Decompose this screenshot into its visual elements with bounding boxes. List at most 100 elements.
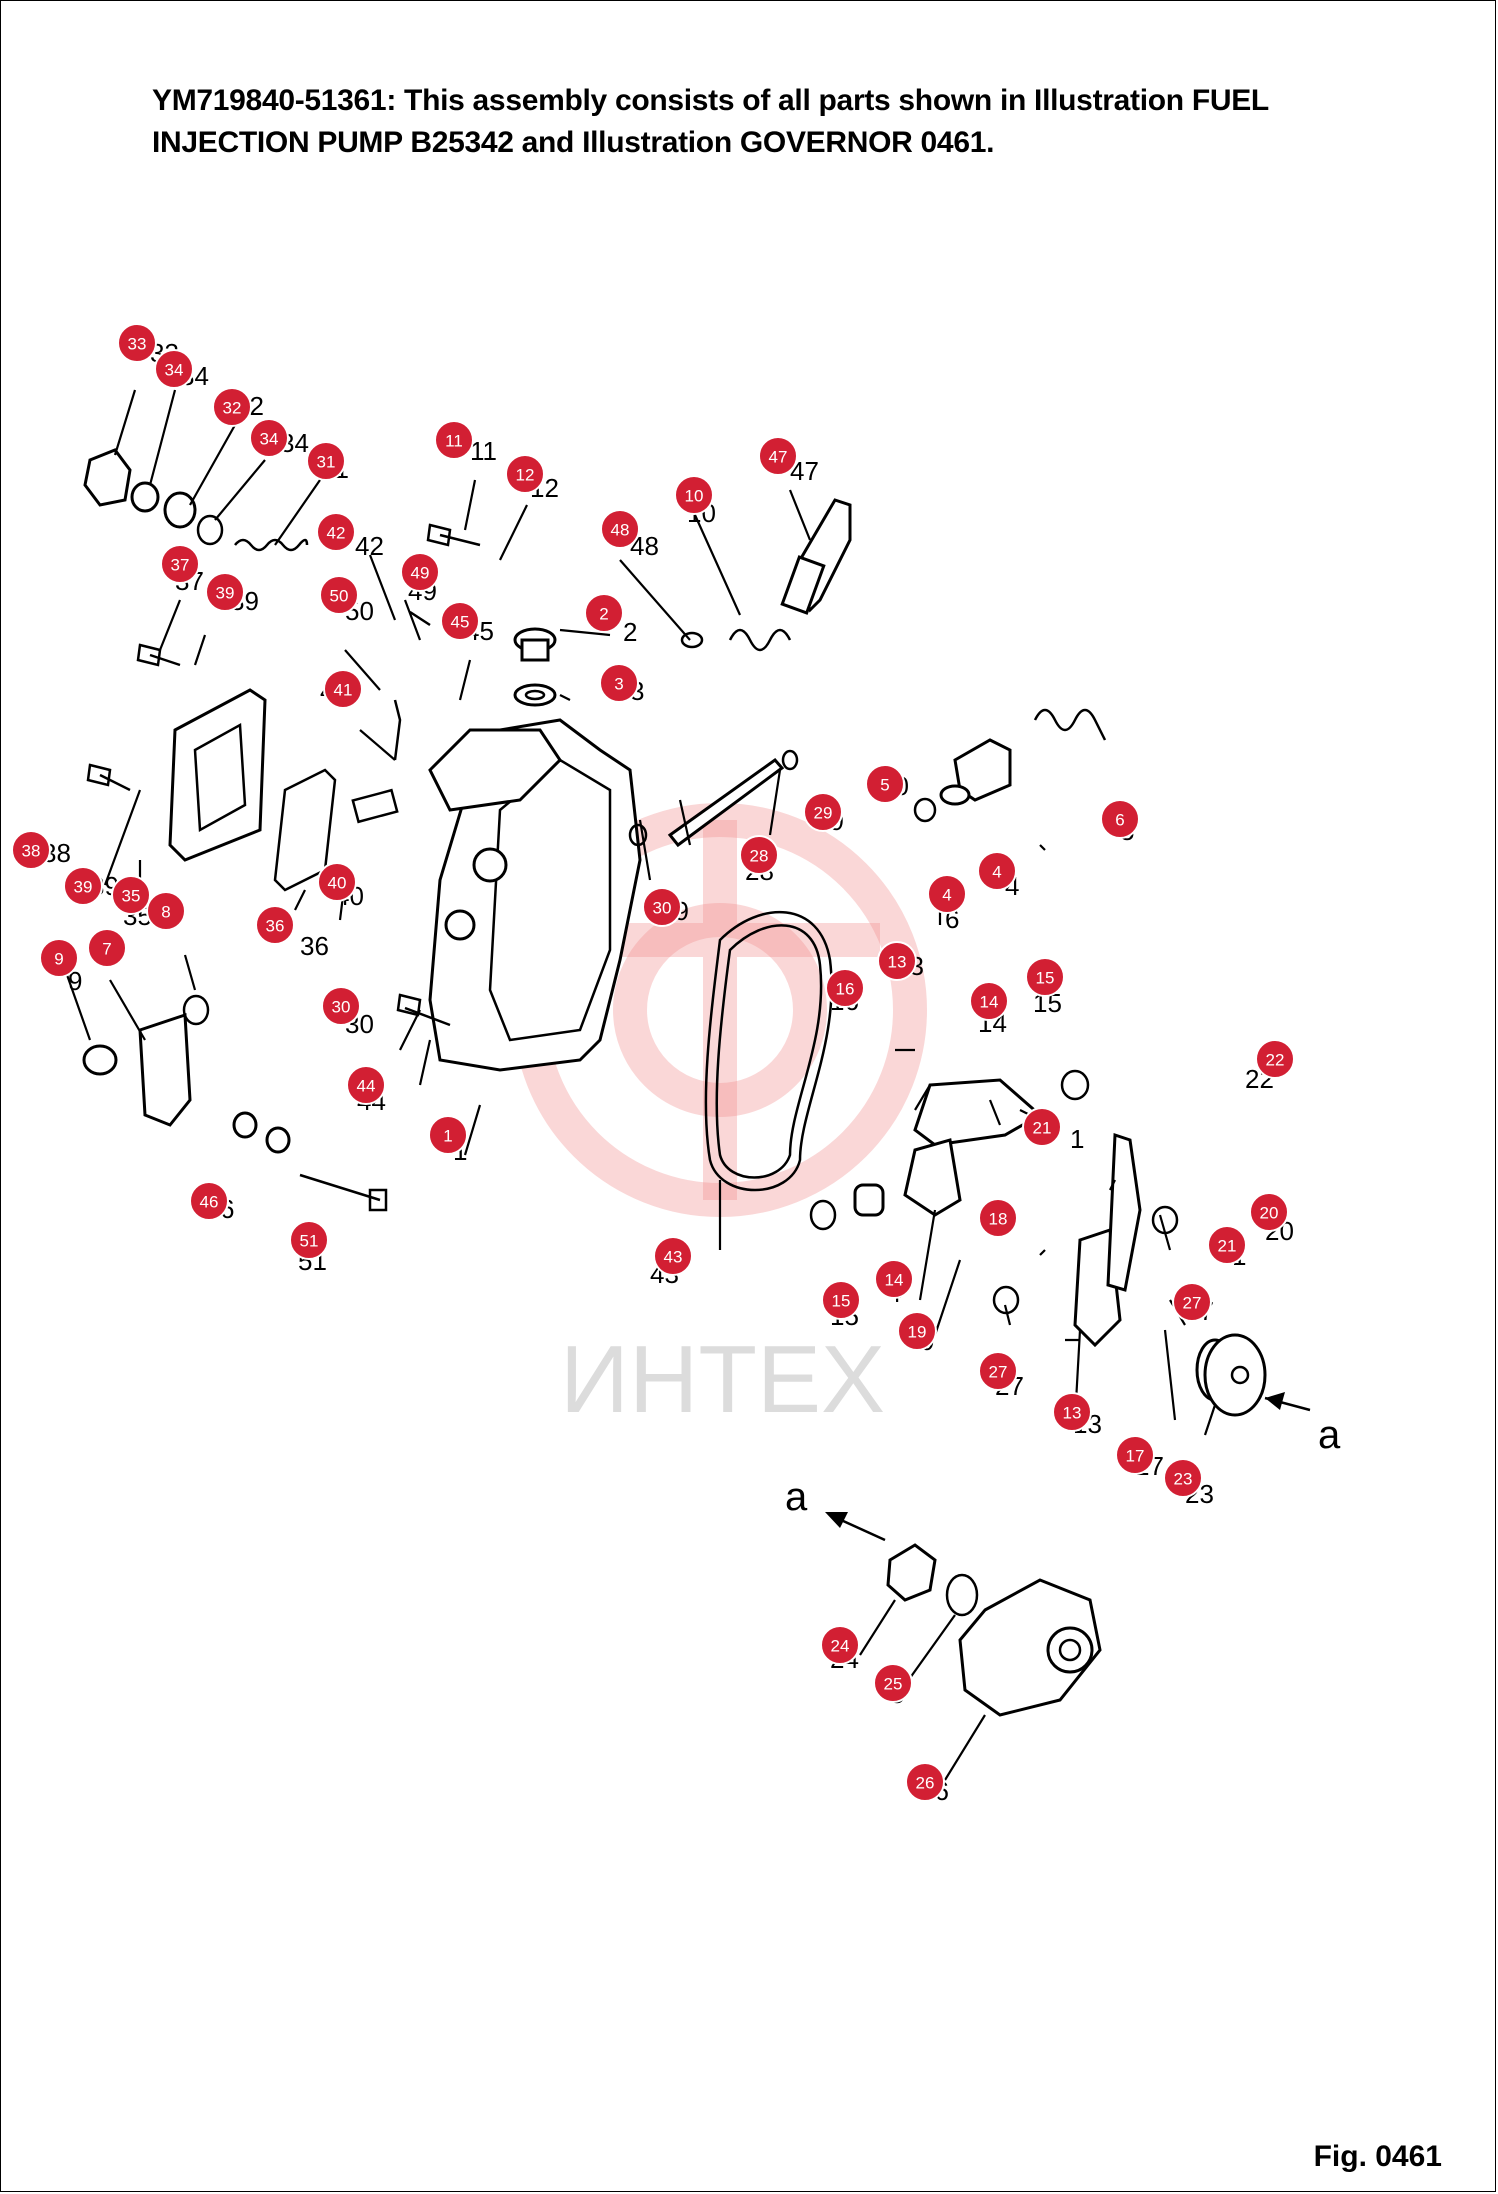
gasket-35 <box>168 688 267 862</box>
callout-badge-label: 19 <box>908 1323 927 1342</box>
callout-badge-label: 16 <box>836 980 855 999</box>
callout-badge-label: 46 <box>200 1193 219 1212</box>
callout-badge-label: 1 <box>443 1127 452 1146</box>
callout-badge-49[interactable]: 49 <box>400 552 440 592</box>
callout-badge-42[interactable]: 42 <box>316 512 356 552</box>
callout-badge-16[interactable]: 16 <box>825 968 865 1008</box>
callout-badge-4[interactable]: 4 <box>977 851 1017 891</box>
callout-badge-label: 27 <box>1183 1294 1202 1313</box>
callout-badge-label: 6 <box>1115 811 1124 830</box>
shaft-28 <box>667 757 785 848</box>
callout-badge-34[interactable]: 34 <box>249 418 289 458</box>
callout-badge-label: 4 <box>992 863 1001 882</box>
callout-badge-23[interactable]: 23 <box>1163 1458 1203 1498</box>
callout-badge-label: 14 <box>980 993 999 1012</box>
figure-label: Fig. 0461 <box>1313 2140 1442 2173</box>
callout-badge-label: 23 <box>1174 1470 1193 1489</box>
callout-badge-7[interactable]: 7 <box>87 928 127 968</box>
callout-badge-29[interactable]: 29 <box>803 792 843 832</box>
callout-badge-37[interactable]: 37 <box>160 544 200 584</box>
callout-badge-45[interactable]: 45 <box>440 601 480 641</box>
callout-badge-33[interactable]: 33 <box>117 323 157 363</box>
callout-badge-label: 22 <box>1266 1051 1285 1070</box>
callout-badge-21[interactable]: 21 <box>1207 1225 1247 1265</box>
callout-badge-label: 25 <box>884 1675 903 1694</box>
callout-badge-9[interactable]: 9 <box>39 938 79 978</box>
callout-badge-39[interactable]: 39 <box>63 866 103 906</box>
svg-text:1: 1 <box>1070 1124 1084 1154</box>
callout-badge-40[interactable]: 40 <box>317 862 357 902</box>
assembly-caption: YM719840-51361: This assembly consists o… <box>152 80 1352 164</box>
callout-badge-19[interactable]: 19 <box>897 1311 937 1351</box>
callout-badge-13[interactable]: 13 <box>1052 1392 1092 1432</box>
callout-badge-2[interactable]: 2 <box>584 593 624 633</box>
callout-badge-label: 24 <box>831 1637 850 1656</box>
callout-badge-8[interactable]: 8 <box>146 891 186 931</box>
callout-badge-label: 43 <box>664 1248 683 1267</box>
callout-badge-26[interactable]: 26 <box>905 1762 945 1802</box>
callout-badge-label: 3 <box>614 675 623 694</box>
callout-badge-27[interactable]: 27 <box>978 1351 1018 1391</box>
callout-badge-label: 40 <box>328 874 347 893</box>
callout-badge-28[interactable]: 28 <box>739 835 779 875</box>
callout-badge-label: 37 <box>171 556 190 575</box>
callout-badge-34[interactable]: 34 <box>154 349 194 389</box>
callout-badge-30[interactable]: 30 <box>642 887 682 927</box>
callout-badge-label: 38 <box>22 842 41 861</box>
callout-badge-50[interactable]: 50 <box>319 575 359 615</box>
callout-badge-17[interactable]: 17 <box>1115 1435 1155 1475</box>
callout-badge-label: 30 <box>653 899 672 918</box>
callout-badge-51[interactable]: 51 <box>289 1220 329 1260</box>
callout-badge-27[interactable]: 27 <box>1172 1282 1212 1322</box>
callout-badge-12[interactable]: 12 <box>505 454 545 494</box>
callout-badge-11[interactable]: 11 <box>434 420 474 460</box>
svg-text:2: 2 <box>623 617 637 647</box>
callout-badge-25[interactable]: 25 <box>873 1663 913 1703</box>
callout-badge-label: 48 <box>611 521 630 540</box>
callout-badge-38[interactable]: 38 <box>11 830 51 870</box>
callout-badge-label: 32 <box>223 399 242 418</box>
callout-badge-label: 34 <box>165 361 184 380</box>
callout-badge-44[interactable]: 44 <box>346 1065 386 1105</box>
callout-badge-10[interactable]: 10 <box>674 475 714 515</box>
callout-badge-48[interactable]: 48 <box>600 509 640 549</box>
callout-badge-label: 9 <box>54 950 63 969</box>
callout-badge-label: 50 <box>330 587 349 606</box>
callout-badge-label: 35 <box>122 887 141 906</box>
callout-badge-label: 4 <box>942 886 951 905</box>
callout-badge-36[interactable]: 36 <box>255 905 295 945</box>
callout-badge-18[interactable]: 18 <box>978 1198 1018 1238</box>
callout-badge-label: 13 <box>888 953 907 972</box>
callout-badge-31[interactable]: 31 <box>306 441 346 481</box>
callout-badge-3[interactable]: 3 <box>599 663 639 703</box>
callout-badge-14[interactable]: 14 <box>969 981 1009 1021</box>
callout-badge-label: 21 <box>1033 1119 1052 1138</box>
callout-badge-15[interactable]: 15 <box>821 1280 861 1320</box>
callout-badge-label: 28 <box>750 847 769 866</box>
callout-badge-43[interactable]: 43 <box>653 1236 693 1276</box>
callout-badge-39[interactable]: 39 <box>205 572 245 612</box>
callout-badge-30[interactable]: 30 <box>321 986 361 1026</box>
callout-badge-6[interactable]: 6 <box>1100 799 1140 839</box>
callout-badge-label: 39 <box>74 878 93 897</box>
callout-badge-15[interactable]: 15 <box>1025 957 1065 997</box>
callout-badge-41[interactable]: 41 <box>323 669 363 709</box>
callout-badge-32[interactable]: 32 <box>212 387 252 427</box>
callout-badge-label: 42 <box>327 524 346 543</box>
callout-badge-1[interactable]: 1 <box>428 1115 468 1155</box>
callout-badge-20[interactable]: 20 <box>1249 1192 1289 1232</box>
callout-badge-35[interactable]: 35 <box>111 875 151 915</box>
callout-badge-21[interactable]: 21 <box>1022 1107 1062 1147</box>
callout-badge-47[interactable]: 47 <box>758 436 798 476</box>
callout-badge-24[interactable]: 24 <box>820 1625 860 1665</box>
callout-badge-13[interactable]: 13 <box>877 941 917 981</box>
callout-badge-22[interactable]: 22 <box>1255 1039 1295 1079</box>
view-marker-bottom: a <box>785 1475 808 1519</box>
callout-badge-46[interactable]: 46 <box>189 1181 229 1221</box>
callout-badge-5[interactable]: 5 <box>865 764 905 804</box>
callout-badge-label: 8 <box>161 903 170 922</box>
callout-badge-label: 47 <box>769 448 788 467</box>
callout-badge-4[interactable]: 4 <box>927 874 967 914</box>
callout-badge-14[interactable]: 14 <box>874 1259 914 1299</box>
